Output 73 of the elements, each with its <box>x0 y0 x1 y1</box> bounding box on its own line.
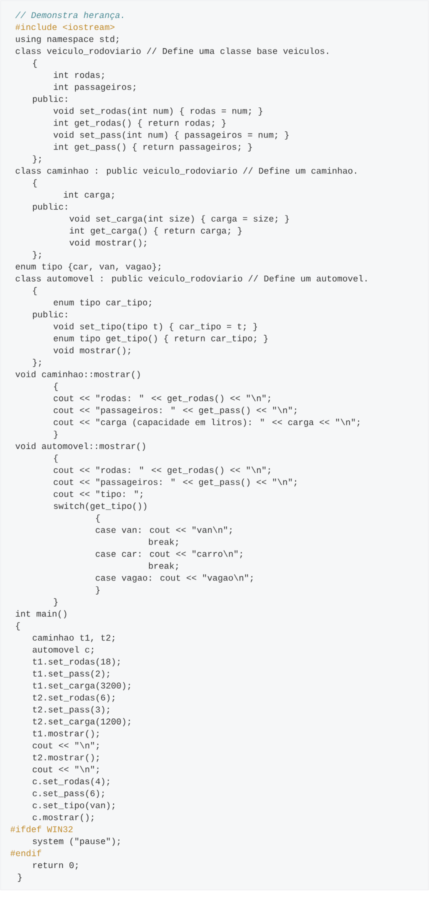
code-line: t1.set_pass(2); <box>33 670 110 678</box>
code-line: void set_pass(int num) { passageiros = num; } <box>54 131 288 140</box>
code-line: c.mostrar(); <box>32 814 94 822</box>
code-line: case car: cout << "carro\n"; <box>96 550 242 558</box>
code-line: cout << "carga (capacidade em litros): " << carga << "\n"; <box>54 418 360 427</box>
code-line: class automovel : public veiculo_rodoviario // Define um automovel. <box>16 275 367 284</box>
code-line: case vagao: cout << "vagao\n"; <box>96 574 253 583</box>
code-line: { <box>54 454 58 463</box>
code-line: void set_tipo(tipo t) { car_tipo = t; } <box>54 322 257 332</box>
code-line: using namespace std; <box>16 36 118 44</box>
code-line: } <box>18 874 22 882</box>
code-line: class veiculo_rodoviario // Define uma classe base veiculos. <box>16 48 328 55</box>
code-line: t2.set_pass(3); <box>33 706 110 714</box>
code-line: } <box>54 430 58 439</box>
code-line: #ifdef WIN32 <box>10 826 73 832</box>
code-line: int get_pass() { return passageiros; } <box>54 143 252 152</box>
code-line: }; <box>32 155 41 164</box>
code-line: void set_rodas(int num) { rodas = num; } <box>54 107 262 116</box>
code-line: cout << "rodas: " << get_rodas() << "\n"; <box>54 466 270 475</box>
code-line: t1.set_carga(3200); <box>33 682 130 690</box>
code-line: break; <box>148 562 178 570</box>
code-line: int passageiros; <box>54 84 136 92</box>
code-line: void mostrar(); <box>54 346 130 356</box>
code-line: { <box>54 382 58 391</box>
code-line: { <box>16 622 20 630</box>
code-line: enum tipo get_tipo() { return car_tipo; } <box>54 334 268 344</box>
code-line: c.set_rodas(4); <box>32 778 110 786</box>
code-line: #endif <box>10 850 42 856</box>
code-line: { <box>33 179 37 188</box>
code-line: caminhao t1, t2; <box>32 634 114 642</box>
code-line: automovel c; <box>32 646 94 654</box>
code-line: int carga; <box>64 191 114 200</box>
code-line: { <box>33 287 37 296</box>
code-line: int main() <box>16 610 66 618</box>
code-line: void set_carga(int size) { carga = size; } <box>70 215 289 224</box>
code-line: void caminhao::mostrar() <box>16 370 140 379</box>
code-line: return 0; <box>33 862 78 870</box>
code-line: cout << "\n"; <box>32 766 99 774</box>
code-line: int get_carga() { return carga; } <box>70 227 242 236</box>
code-line: #include <iostream> <box>15 24 114 30</box>
code-line: }; <box>32 251 41 260</box>
code-line: public: <box>32 203 67 212</box>
code-line: cout << "passageiros: " << get_pass() << "\n"; <box>54 406 296 415</box>
code-line: }; <box>32 358 41 368</box>
code-line: cout << "tipo: "; <box>54 490 142 499</box>
code-line: enum tipo {car, van, vagao}; <box>16 263 160 272</box>
code-line: int get_rodas() { return rodas; } <box>54 119 226 128</box>
code-line: cout << "\n"; <box>32 742 99 750</box>
code-line: { <box>96 514 100 523</box>
code-line: enum tipo car_tipo; <box>54 299 152 308</box>
code-line: t2.mostrar(); <box>33 754 99 762</box>
code-line: break; <box>148 538 178 546</box>
code-line: int rodas; <box>54 72 104 80</box>
code-line: public: <box>32 310 67 320</box>
code-line: public: <box>32 95 67 104</box>
code-line: c.set_pass(6); <box>32 790 104 798</box>
code-line: cout << "passageiros: " << get_pass() << "\n"; <box>54 478 296 487</box>
code-line: t2.set_carga(1200); <box>33 718 130 726</box>
code-line: cout << "rodas: " << get_rodas() << "\n"; <box>54 394 270 403</box>
code-line: c.set_tipo(van); <box>32 802 114 810</box>
code-line: t1.set_rodas(18); <box>33 658 120 666</box>
code-line: // Demonstra herança. <box>15 12 124 20</box>
code-line: system ("pause"); <box>32 838 120 846</box>
code-line: } <box>96 586 100 594</box>
code-line: t2.set_rodas(6); <box>33 694 114 702</box>
code-line: void automovel::mostrar() <box>16 442 145 451</box>
code-line: } <box>54 598 58 606</box>
code-line: void mostrar(); <box>70 239 146 248</box>
code-line: t1.mostrar(); <box>33 730 99 738</box>
code-line: case van: cout << "van\n"; <box>96 526 232 534</box>
code-line: { <box>33 60 37 68</box>
code-line: switch(get_tipo()) <box>54 502 146 511</box>
code-line: class caminhao : public veiculo_rodoviario // Define um caminhao. <box>16 167 356 176</box>
